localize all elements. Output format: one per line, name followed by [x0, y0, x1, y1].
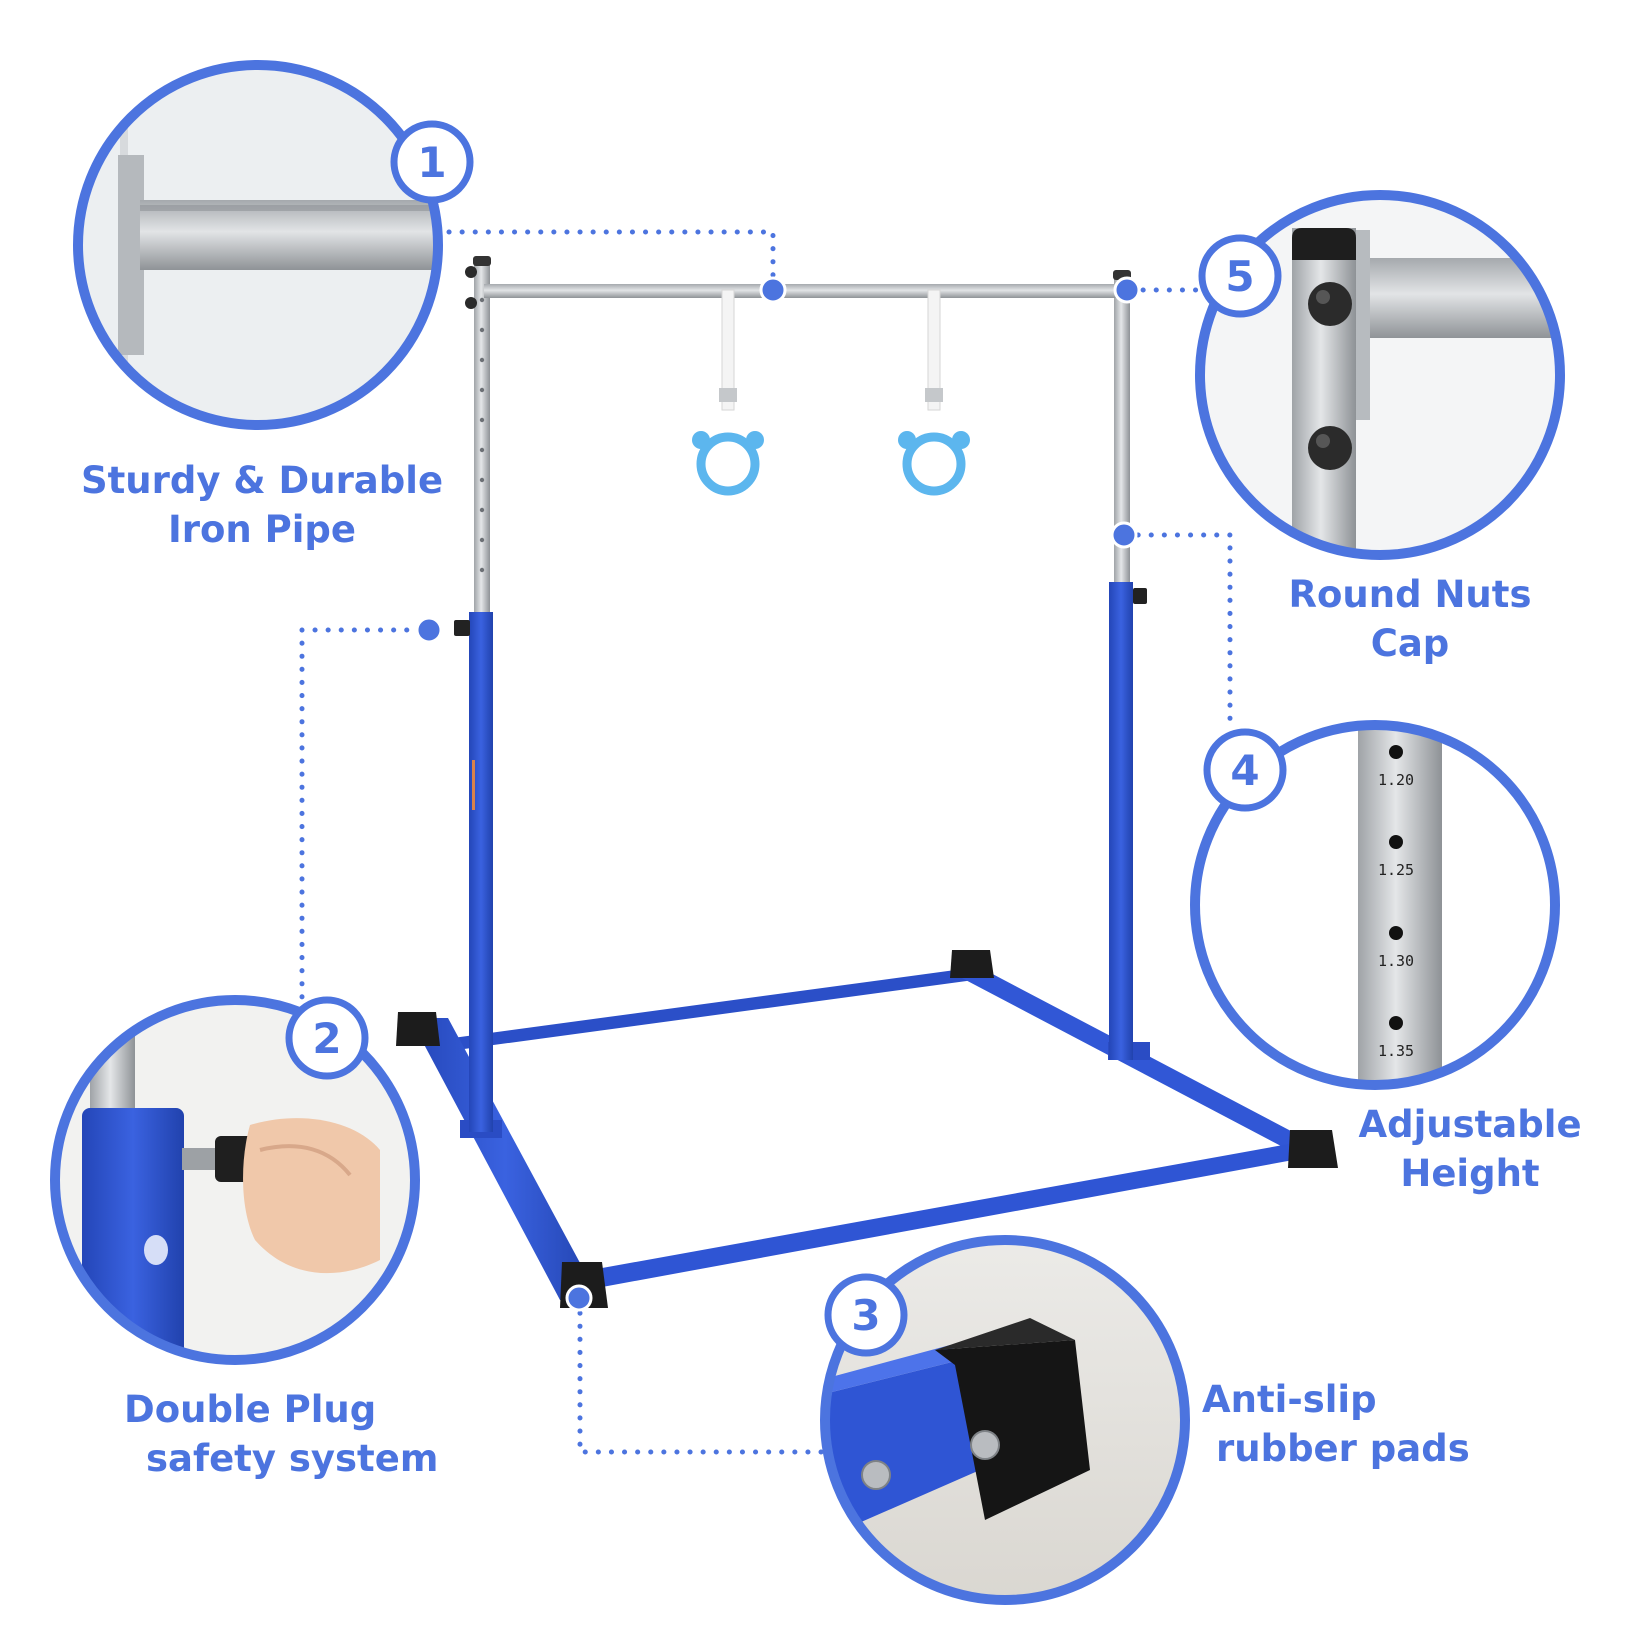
leader-line-4: [1122, 532, 1233, 728]
badge-number: 5: [1225, 252, 1254, 301]
badge-number: 4: [1230, 746, 1259, 795]
callout-3-label: Anti-slip rubber pads: [1190, 1375, 1530, 1473]
left-upright-silver: [474, 258, 490, 618]
label-line: Round Nuts: [1288, 573, 1532, 616]
label-line: Iron Pipe: [167, 508, 357, 552]
base-front-rail: [580, 1142, 1304, 1290]
badge-4: 4: [1203, 728, 1287, 812]
gym-rings: [692, 289, 970, 496]
top-bar: [484, 284, 1120, 298]
label-line: Sturdy & Durable: [80, 459, 444, 502]
base-back-rail: [438, 968, 974, 1052]
left-upright-blue: [469, 612, 493, 1132]
badge-number: 3: [851, 1291, 880, 1340]
right-upright-blue: [1109, 582, 1133, 1060]
leader-line-1: [446, 229, 776, 293]
height-mark: 1.30: [1378, 952, 1414, 970]
label-line: Anti-slip: [1202, 1378, 1377, 1421]
badge-1: 1: [390, 120, 474, 204]
label-line: rubber pads: [1216, 1427, 1470, 1471]
badge-3: 3: [824, 1273, 908, 1357]
callout-2-detail: [50, 995, 420, 1365]
leader-line-2: [299, 627, 433, 1013]
badge-5: 5: [1198, 234, 1282, 318]
height-scale: 1.20 1.25 1.30 1.35: [1378, 745, 1414, 1060]
label-line: Height: [1400, 1152, 1540, 1196]
leader-lines: [299, 229, 1233, 1455]
badge-number: 1: [417, 138, 446, 187]
base-left-rail: [410, 1018, 600, 1300]
rubber-pads: [396, 950, 1338, 1308]
label-line: safety system: [146, 1437, 439, 1481]
leader-line-3: [577, 1297, 831, 1455]
label-line: Adjustable: [1358, 1103, 1582, 1146]
label-line: Double Plug: [124, 1388, 377, 1431]
right-upright-silver: [1114, 272, 1130, 588]
callout-1-detail: [73, 60, 443, 430]
badge-number: 2: [312, 1014, 341, 1063]
badge-2: 2: [285, 996, 369, 1080]
gymnastics-bar-product: [396, 256, 1338, 1308]
callout-2-label: Double Plug safety system: [86, 1385, 486, 1483]
callout-4-label: Adjustable Height: [1320, 1100, 1620, 1198]
height-mark: 1.25: [1378, 861, 1414, 879]
callout-5-label: Round Nuts Cap: [1260, 570, 1560, 668]
callout-1-label: Sturdy & Durable Iron Pipe: [62, 456, 462, 554]
number-badges: 1 2 3 4 5: [285, 120, 1287, 1357]
height-mark: 1.35: [1378, 1042, 1414, 1060]
height-mark: 1.20: [1378, 771, 1414, 789]
connector-dots: [415, 276, 1141, 1312]
callout-3-detail: [820, 1235, 1190, 1605]
label-line: Cap: [1370, 622, 1450, 666]
